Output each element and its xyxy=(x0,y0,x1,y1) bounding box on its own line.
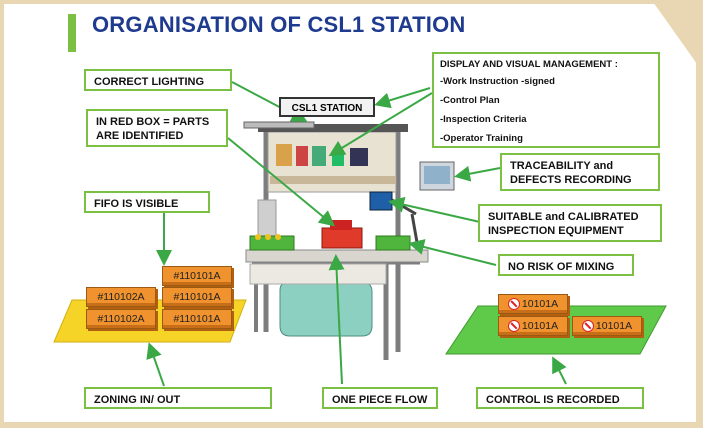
callout-inspection-equipment: SUITABLE and CALIBRATED INSPECTION EQUIP… xyxy=(478,204,662,242)
callout-display-visual-management: DISPLAY AND VISUAL MANAGEMENT : -Work In… xyxy=(432,52,660,148)
bin-icon xyxy=(279,281,373,337)
callout-zoning: ZONING IN/ OUT xyxy=(84,387,272,409)
callout-red-box: IN RED BOX = PARTS ARE IDENTIFIED xyxy=(86,109,228,147)
callout-traceability: TRACEABILITY and DEFECTS RECORDING xyxy=(500,153,660,191)
green-tray-left xyxy=(249,235,295,251)
part-box: #110101A xyxy=(162,309,232,329)
part-box: #110101A xyxy=(162,266,232,286)
upper-shelf xyxy=(258,124,408,132)
station-sign: CSL1 STATION xyxy=(279,97,375,117)
no-entry-icon xyxy=(581,320,594,333)
green-tray-right xyxy=(375,235,411,251)
display-item-operator-training: -Operator Training xyxy=(440,133,523,144)
camera-icon xyxy=(369,191,393,211)
controlled-box: 10101A xyxy=(572,316,642,336)
lamp-icon xyxy=(243,121,315,129)
title-accent-bar xyxy=(68,14,76,52)
display-item-control-plan: -Control Plan xyxy=(440,95,500,106)
no-entry-icon xyxy=(507,298,520,311)
no-entry-icon xyxy=(507,320,520,333)
callout-control-recorded: CONTROL IS RECORDED xyxy=(476,387,644,409)
callout-fifo: FIFO IS VISIBLE xyxy=(84,191,210,213)
controlled-box: 10101A xyxy=(498,294,568,314)
callout-no-mixing: NO RISK OF MIXING xyxy=(498,254,634,276)
part-box: #110102A xyxy=(86,287,156,307)
display-heading: DISPLAY AND VISUAL MANAGEMENT : xyxy=(440,59,618,70)
part-box: #110101A xyxy=(162,287,232,307)
display-item-inspection-criteria: -Inspection Criteria xyxy=(440,114,527,125)
red-box xyxy=(321,227,363,249)
page-title: ORGANISATION OF CSL1 STATION xyxy=(92,12,466,37)
callout-correct-lighting: CORRECT LIGHTING xyxy=(84,69,232,91)
display-item-work-instruction: -Work Instruction -signed xyxy=(440,76,555,87)
controlled-box: 10101A xyxy=(498,316,568,336)
callout-one-piece-flow: ONE PIECE FLOW xyxy=(322,387,438,409)
shelf xyxy=(270,176,396,184)
part-box: #110102A xyxy=(86,309,156,329)
